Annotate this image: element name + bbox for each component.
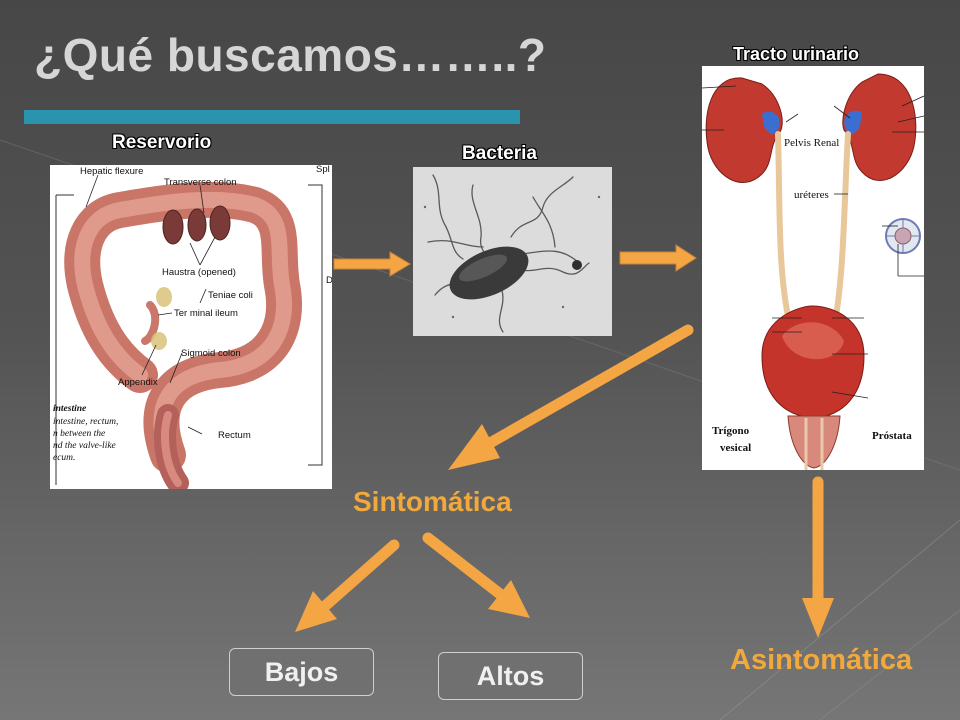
- colon-text-line: ecum.: [53, 453, 75, 463]
- label-hepatic-flexure: Hepatic flexure: [80, 166, 143, 177]
- label-vesical: vesical: [720, 442, 751, 454]
- arrow-bacteria-to-tracto: [619, 244, 697, 272]
- urinary-tract-image: Pelvis Renal uréteres Trígono vesical Pr…: [702, 66, 924, 470]
- label-sintomatica: Sintomática: [353, 486, 512, 517]
- arrow-to-altos-shaft: [422, 532, 506, 600]
- caption-reservorio: Reservorio: [112, 132, 212, 153]
- arrow-to-asintomatica-head: [802, 598, 834, 638]
- label-trigono: Trígono: [712, 425, 750, 437]
- bajos-button[interactable]: Bajos: [229, 648, 374, 696]
- colon-image: Hepatic flexure Transverse colon Spl Hau…: [50, 165, 332, 489]
- label-transverse-colon: Transverse colon: [164, 177, 237, 188]
- label-rectum: Rectum: [218, 430, 251, 441]
- label-asintomatica: Asintomática: [730, 644, 913, 676]
- colon-text-line: intestine: [53, 404, 87, 414]
- label-appendix: Appendix: [118, 377, 158, 388]
- arrow-to-bajos-head: [295, 591, 337, 632]
- colon-text-line: nd the valve-like: [53, 441, 116, 451]
- arrow-reservorio-to-bacteria: [333, 251, 411, 277]
- caption-bacteria: Bacteria: [462, 143, 537, 164]
- arrow-to-sintomatica-head: [448, 424, 500, 470]
- label-terminal-ileum: Ter minal ileum: [174, 308, 238, 319]
- label-sigmoid-colon: Sigmoid colon: [181, 348, 241, 359]
- label-haustra: Haustra (opened): [162, 267, 236, 278]
- label-ureteres: uréteres: [794, 189, 829, 201]
- arrow-to-bajos-shaft: [319, 539, 400, 612]
- altos-button[interactable]: Altos: [438, 652, 583, 700]
- arrow-to-sintomatica-shaft: [484, 324, 694, 449]
- bacteria-image: [413, 167, 612, 336]
- arrow-to-altos-head: [488, 580, 530, 618]
- caption-tracto-urinario: Tracto urinario: [733, 44, 860, 64]
- slide-title: ¿Qué buscamos……..?: [34, 29, 547, 81]
- label-pelvis-renal: Pelvis Renal: [784, 137, 839, 149]
- colon-text-line: intestine, rectum,: [53, 417, 118, 427]
- label-teniae-coli: Teniae coli: [208, 290, 253, 301]
- label-spl: Spl: [316, 165, 330, 175]
- label-d: D: [326, 275, 332, 286]
- colon-text-line: n between the: [53, 429, 105, 439]
- label-prostata: Próstata: [872, 430, 912, 442]
- title-underline: [24, 110, 520, 124]
